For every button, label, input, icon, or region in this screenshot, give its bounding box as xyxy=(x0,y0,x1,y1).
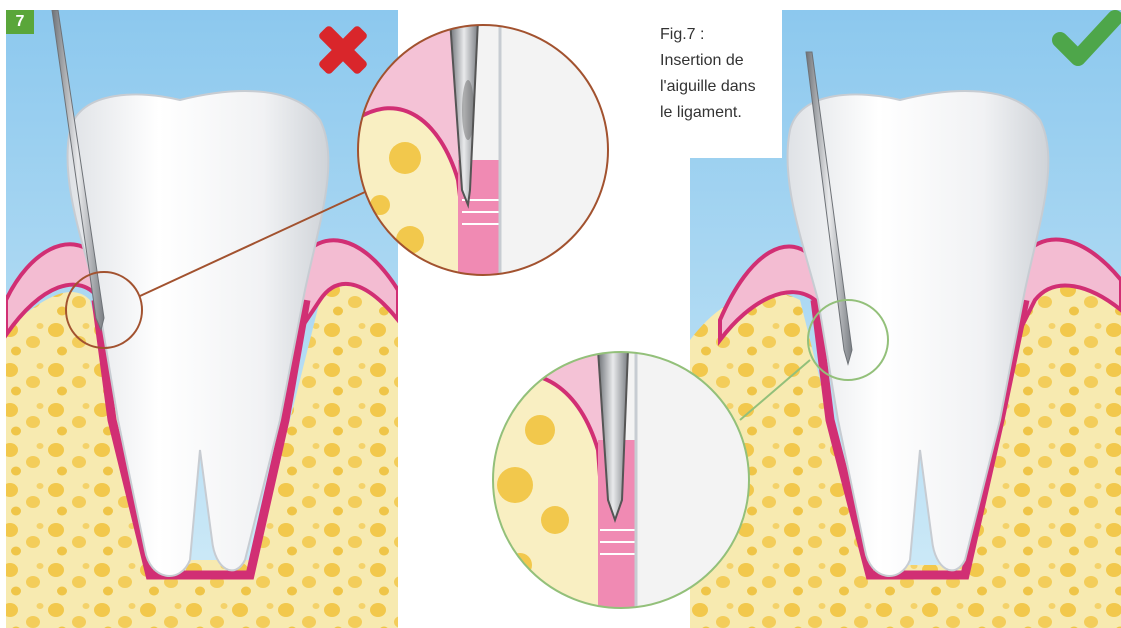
right-zoom xyxy=(490,350,750,610)
caption-line-3: l'aiguille dans xyxy=(660,74,782,100)
caption-line-1: Fig.7 : xyxy=(660,22,782,48)
figure-number: 7 xyxy=(16,13,25,31)
caption-line-4: le ligament. xyxy=(660,100,782,126)
caption-line-2: Insertion de xyxy=(660,48,782,74)
figure-caption: Fig.7 : Insertion de l'aiguille dans le … xyxy=(648,8,782,158)
figure-number-badge: 7 xyxy=(6,10,34,34)
left-panel xyxy=(6,10,398,628)
